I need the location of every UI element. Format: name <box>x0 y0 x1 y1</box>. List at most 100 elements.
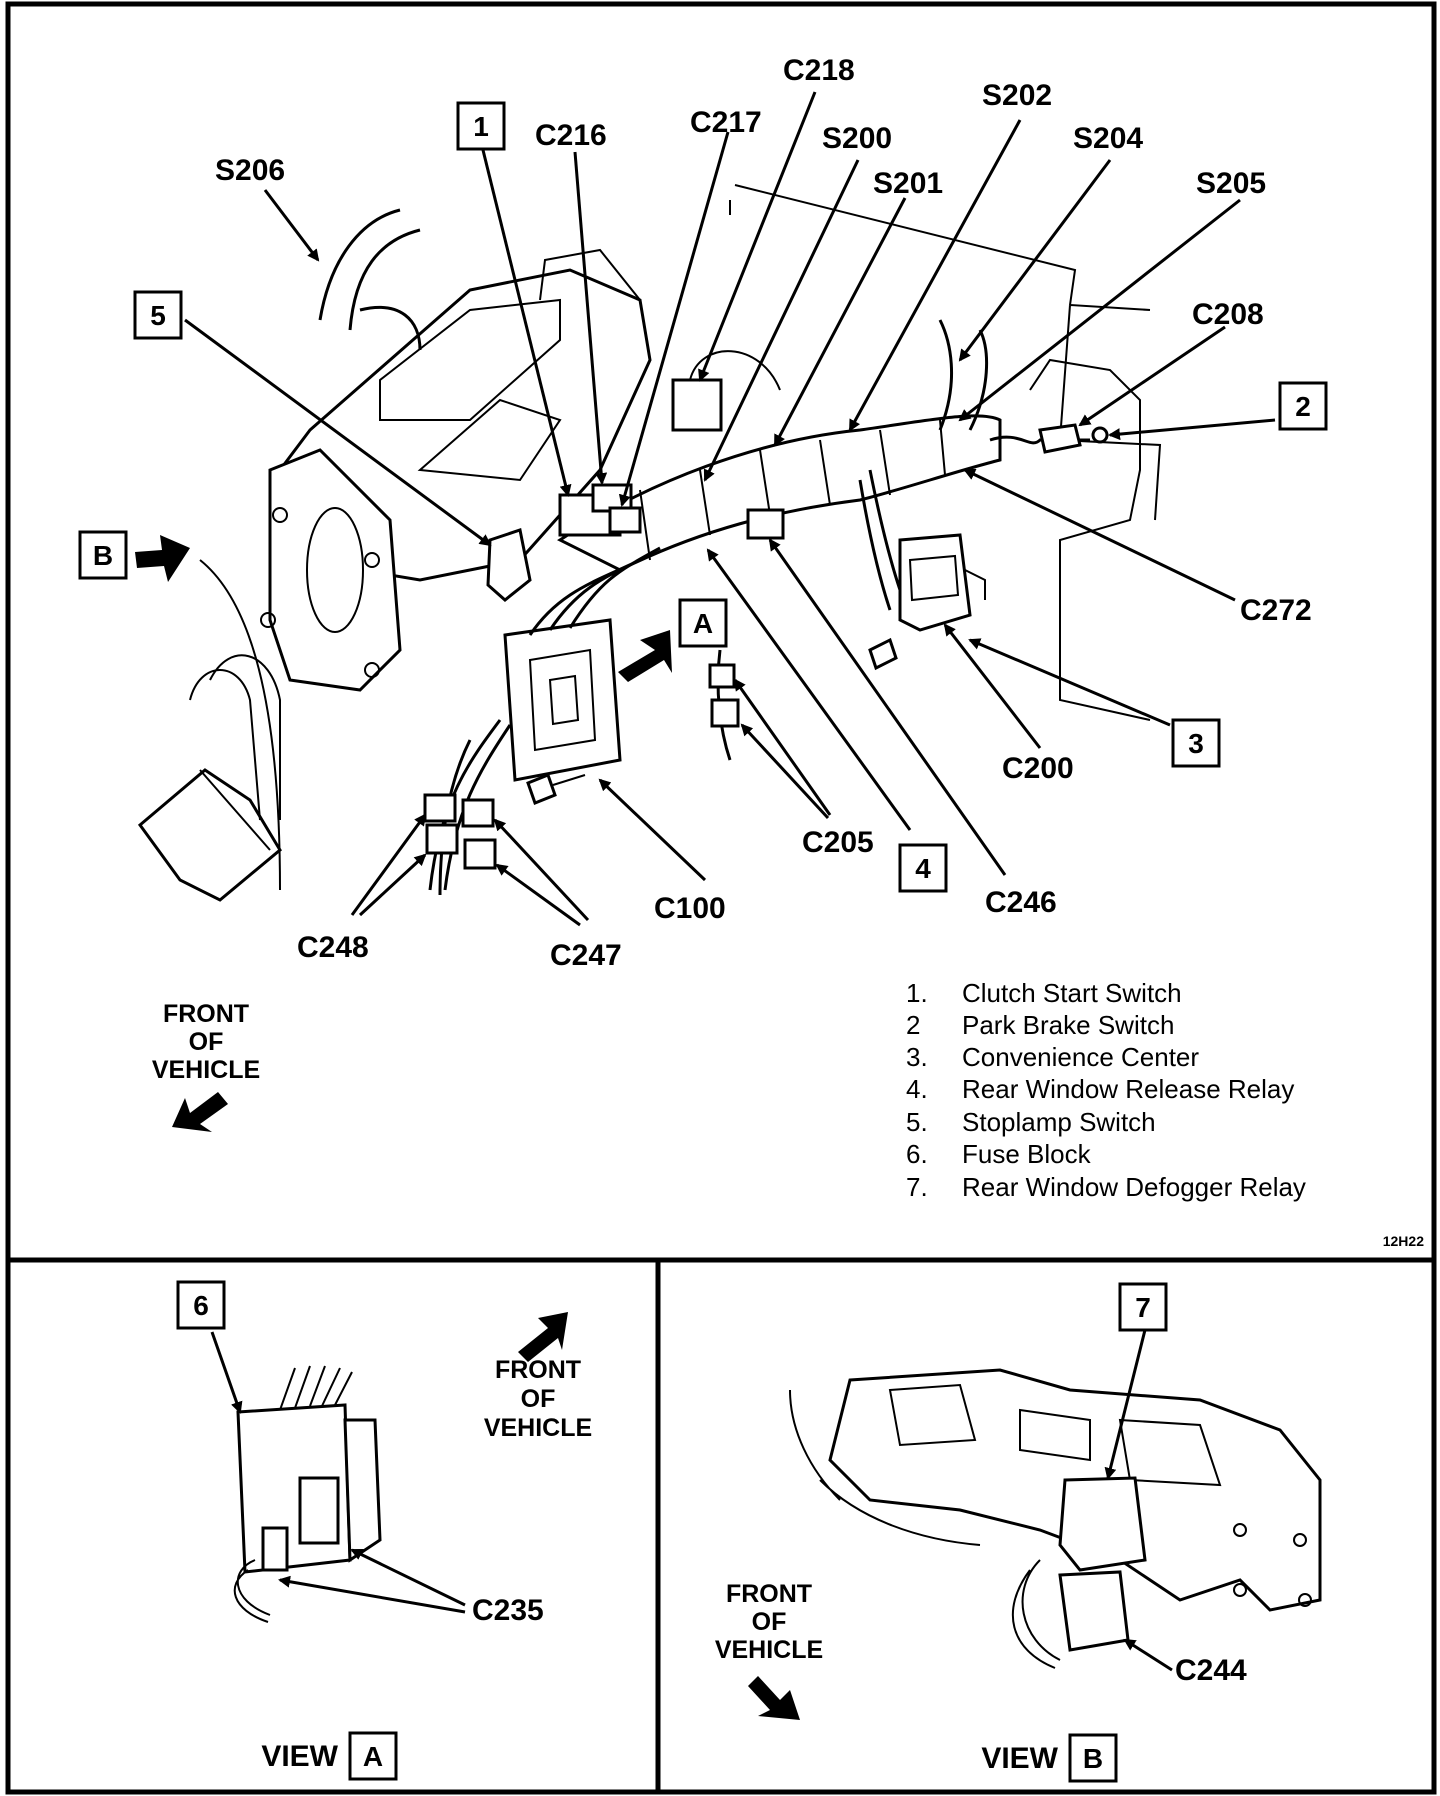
leader-c272 <box>963 468 1236 602</box>
leader-c100 <box>598 778 707 882</box>
view-a-title-letter: A <box>363 1741 383 1772</box>
callout-c208: C208 <box>1192 298 1264 331</box>
callout-s202: S202 <box>982 79 1052 112</box>
view-a-pointer-arrow <box>618 630 672 682</box>
c218-wires <box>689 350 781 391</box>
callout-c218: C218 <box>783 54 855 87</box>
item-box-7: 7 <box>1118 1282 1168 1332</box>
fender-curve <box>199 559 281 891</box>
legend-num-5: 5. <box>906 1107 928 1137</box>
c217-connector <box>608 506 642 534</box>
legend-text-6: Fuse Block <box>962 1139 1092 1169</box>
leader-c218 <box>698 91 817 382</box>
c218-connector <box>671 378 723 432</box>
leader-s201 <box>773 197 907 447</box>
stud-4 <box>364 662 380 678</box>
park-brake-switch <box>1091 426 1109 444</box>
stud-1 <box>272 507 288 523</box>
leader-item-7 <box>1104 1329 1147 1480</box>
front-a-line-3: VEHICLE <box>484 1414 592 1442</box>
item-box-3: 3 <box>1171 718 1221 768</box>
item-box-2: 2 <box>1278 381 1328 431</box>
c244-connector <box>1058 1570 1130 1652</box>
duct-housing-detail <box>379 248 641 482</box>
front-of-vehicle-view-b: FRONT OF VEHICLE <box>715 1580 823 1664</box>
view-ref-box-a: A <box>678 598 728 648</box>
main-callouts: S206 C216 C217 C218 S200 S201 S202 S204 … <box>215 54 1312 972</box>
front-b-line-2: OF <box>752 1608 787 1636</box>
view-b-stud-2 <box>1293 1533 1307 1547</box>
fuse-block-side <box>343 1418 382 1563</box>
view-b-title-word: VIEW <box>981 1742 1058 1775</box>
c208-connector <box>1038 423 1082 454</box>
c247-connector-2 <box>463 838 497 870</box>
callout-c272: C272 <box>1240 594 1312 627</box>
item-box-5-label: 5 <box>150 300 166 331</box>
callout-c246: C246 <box>985 886 1057 919</box>
leader-item-4 <box>706 548 912 831</box>
legend-num-6: 6. <box>906 1139 928 1169</box>
legend-text-7: Rear Window Defogger Relay <box>962 1172 1306 1202</box>
leader-c217 <box>618 131 730 507</box>
leader-s206 <box>263 189 320 262</box>
view-b-housing-detail <box>888 1383 1222 1487</box>
leader-item-3 <box>968 638 1171 727</box>
harness-s206 <box>318 208 422 351</box>
legend-text-5: Stoplamp Switch <box>962 1107 1156 1137</box>
legend-num-1: 1. <box>906 978 928 1008</box>
leader-c205-a <box>733 678 832 816</box>
fuse-block-top-wires <box>279 1365 353 1411</box>
leader-c247-b <box>495 863 581 927</box>
leader-c200 <box>943 623 1042 749</box>
callout-c248: C248 <box>297 931 369 964</box>
view-ref-box-b: B <box>78 530 128 580</box>
leader-c247-a <box>493 818 590 922</box>
c248-connector-1 <box>423 793 457 823</box>
c100-bolt <box>526 773 557 805</box>
leader-c205-b <box>740 723 830 820</box>
c100-bulkhead <box>503 618 622 782</box>
c235-wires <box>233 1559 271 1623</box>
callout-c247: C247 <box>550 939 622 972</box>
stud-2 <box>364 552 380 568</box>
view-b-left-curves <box>789 1389 981 1546</box>
c246-connector <box>746 508 785 540</box>
view-b-pointer-arrow <box>135 535 190 582</box>
view-ref-a-label: A <box>693 608 713 639</box>
leader-item-2 <box>1108 418 1276 441</box>
main-harness-wraps <box>639 419 946 561</box>
item-box-6-label: 6 <box>193 1290 209 1321</box>
c235-connector-1 <box>298 1476 340 1545</box>
view-a-title-word: VIEW <box>261 1740 338 1773</box>
front-b-line-3: VEHICLE <box>715 1636 823 1664</box>
item-box-4: 4 <box>898 843 948 893</box>
c205-connector-2 <box>710 698 740 728</box>
callout-c200: C200 <box>1002 752 1074 785</box>
front-arrow-view-b <box>748 1676 800 1720</box>
leader-c246 <box>768 538 1007 876</box>
callout-c244: C244 <box>1175 1654 1247 1687</box>
c100-bolt-shank <box>552 774 586 786</box>
leader-item-6 <box>210 1331 243 1414</box>
c100-bundle <box>528 546 661 636</box>
item-box-1-label: 1 <box>473 111 489 142</box>
leader-c235-b <box>278 1575 466 1614</box>
view-b-artwork <box>789 1368 1322 1669</box>
item-box-7-label: 7 <box>1135 1292 1151 1323</box>
c248-connector-2 <box>425 823 459 855</box>
front-a-line-2: OF <box>521 1385 556 1413</box>
front-arrow-main <box>172 1092 228 1132</box>
view-b-stud-3 <box>1233 1583 1247 1597</box>
legend-num-2: 2 <box>906 1010 920 1040</box>
callout-c216: C216 <box>535 119 607 152</box>
c244-harness <box>1011 1559 1061 1669</box>
c200-bolt <box>868 637 898 671</box>
item-box-2-label: 2 <box>1295 391 1311 422</box>
harness-to-c208 <box>989 435 1090 445</box>
callout-s205: S205 <box>1196 167 1266 200</box>
convenience-center-detail <box>908 554 986 602</box>
callout-c235: C235 <box>472 1594 544 1627</box>
item-box-1: 1 <box>456 101 506 151</box>
leader-c248-a <box>350 813 427 916</box>
dash-panel-right <box>1029 358 1151 721</box>
